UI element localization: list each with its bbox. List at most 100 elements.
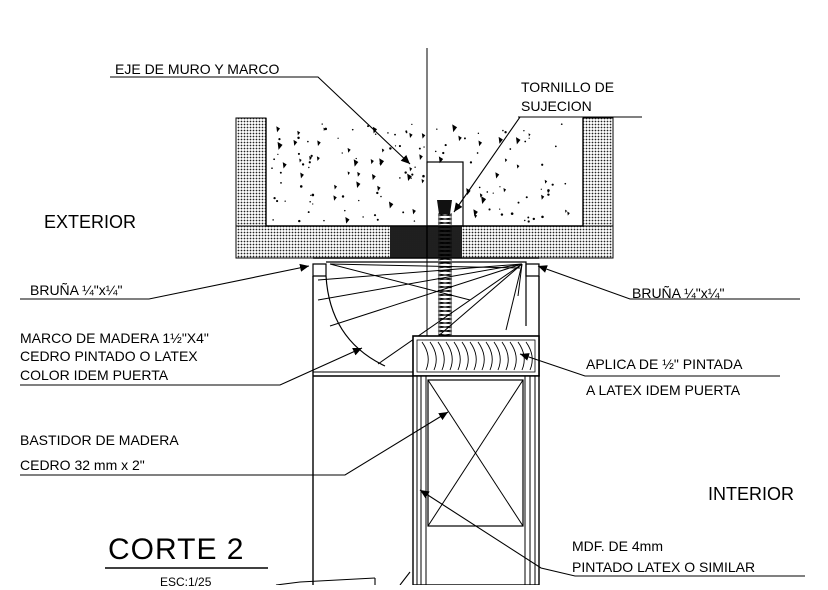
aggregate-stone — [282, 162, 287, 169]
label-mdf-line1: MDF. DE 4mm — [572, 538, 663, 554]
wood-grain-line — [493, 341, 501, 371]
screw-thread — [437, 225, 453, 229]
aggregate-stone — [541, 194, 545, 200]
aggregate-grain — [486, 191, 489, 193]
aggregate-grain — [309, 200, 311, 203]
screw-thread — [437, 253, 453, 257]
label-trim-line2: A LATEX IDEM PUERTA — [586, 382, 741, 398]
aggregate-grain — [399, 177, 401, 179]
section-grain-lines — [317, 263, 523, 365]
aggregate-grain — [523, 130, 525, 132]
aggregate-stone — [276, 126, 281, 133]
aggregate-grain — [358, 199, 360, 202]
aggregate-grain — [509, 148, 512, 150]
aggregate-stone — [544, 179, 548, 184]
aggregate-stone — [479, 193, 483, 198]
aggregate-stone — [458, 135, 462, 142]
aggregate-grain — [527, 220, 530, 223]
aggregate-stone — [345, 216, 350, 224]
aggregate-grain — [442, 151, 445, 155]
aggregate-grain — [273, 196, 276, 200]
aggregate-grain — [517, 201, 520, 204]
aggregate-grain — [444, 144, 447, 147]
aggregate-stone — [516, 164, 520, 169]
aggregate-grain — [492, 192, 494, 194]
aggregate-grain — [273, 158, 276, 161]
label-frame-line3: COLOR IDEM PUERTA — [20, 367, 169, 383]
aggregate-stone — [474, 214, 478, 219]
screw-housing — [426, 161, 464, 227]
aggregate-grain — [554, 145, 557, 148]
aggregate-grain — [310, 194, 312, 197]
screw-thread — [437, 309, 453, 313]
aggregate-grain — [271, 167, 273, 169]
aggregate-stone — [473, 209, 478, 217]
aggregate-grain — [560, 123, 563, 126]
screw-thread — [437, 249, 453, 253]
aggregate-stone — [299, 158, 302, 163]
aggregate-grain — [272, 219, 274, 221]
aggregate-stone — [412, 208, 416, 215]
wood-grain-line — [501, 341, 509, 371]
aggregate-grain — [418, 147, 421, 150]
wood-grain-line — [469, 341, 477, 371]
aggregate-grain — [398, 144, 402, 148]
aggregate-stone — [409, 132, 413, 139]
aggregate-grain — [564, 182, 567, 185]
aggregate-grain — [499, 208, 501, 210]
aggregate-stone — [356, 181, 361, 188]
aggregate-grain — [380, 195, 382, 198]
aggregate-stone — [297, 130, 301, 136]
aggregate-grain — [311, 193, 315, 197]
aggregate-grain — [341, 195, 345, 198]
aggregate-stone — [388, 201, 394, 209]
aggregate-grain — [362, 216, 364, 218]
label-wall-axis: EJE DE MURO Y MARCO — [115, 61, 280, 77]
aggregate-grain — [502, 129, 504, 132]
aggregate-grain — [410, 177, 412, 179]
aggregate-grain — [463, 137, 466, 140]
screw-thread — [437, 301, 453, 305]
aggregate-grain — [404, 171, 407, 174]
aggregate-grain — [389, 147, 392, 150]
leader-lines — [20, 76, 805, 586]
aggregate-stone — [357, 171, 361, 177]
aggregate-grain — [376, 218, 379, 221]
aggregate-grain — [394, 145, 397, 147]
label-screw-line1: TORNILLO DE — [521, 79, 615, 95]
aggregate-stone — [381, 148, 385, 153]
aggregate-grain — [547, 190, 550, 193]
aggregate-grain — [434, 150, 437, 153]
aggregate-stone — [419, 154, 423, 160]
aggregate-grain — [477, 132, 480, 135]
aggregate-grain — [405, 131, 408, 134]
aggregate-grain — [547, 193, 550, 196]
fastening-screw — [437, 200, 453, 344]
aggregate-stone — [347, 171, 351, 176]
aggregate-stone — [409, 167, 413, 172]
aggregate-grain — [510, 212, 514, 215]
wood-grain-line — [525, 341, 533, 371]
aggregate-grain — [532, 217, 536, 221]
aggregate-grain — [402, 211, 405, 214]
aggregate-stone — [407, 173, 412, 182]
aggregate-grain — [312, 203, 314, 205]
wood-grain-line — [429, 341, 437, 371]
aggregate-stone — [515, 137, 521, 145]
aggregate-stone — [370, 159, 374, 165]
aggregate-stone — [316, 156, 320, 162]
aggregate-stone — [372, 126, 378, 134]
aggregate-stone — [421, 133, 426, 139]
aggregate-grain — [413, 220, 416, 222]
aggregate-stone — [347, 147, 351, 153]
aggregate-stone — [495, 172, 500, 179]
aggregate-grain — [324, 127, 328, 131]
aggregate-grain — [367, 125, 370, 128]
door-stile — [412, 375, 540, 586]
aggregate-grain — [376, 191, 379, 195]
aggregate-grain — [422, 174, 425, 178]
aggregate-stone — [504, 158, 508, 163]
aggregate-grain — [394, 133, 396, 136]
aggregate-stone — [293, 139, 298, 146]
